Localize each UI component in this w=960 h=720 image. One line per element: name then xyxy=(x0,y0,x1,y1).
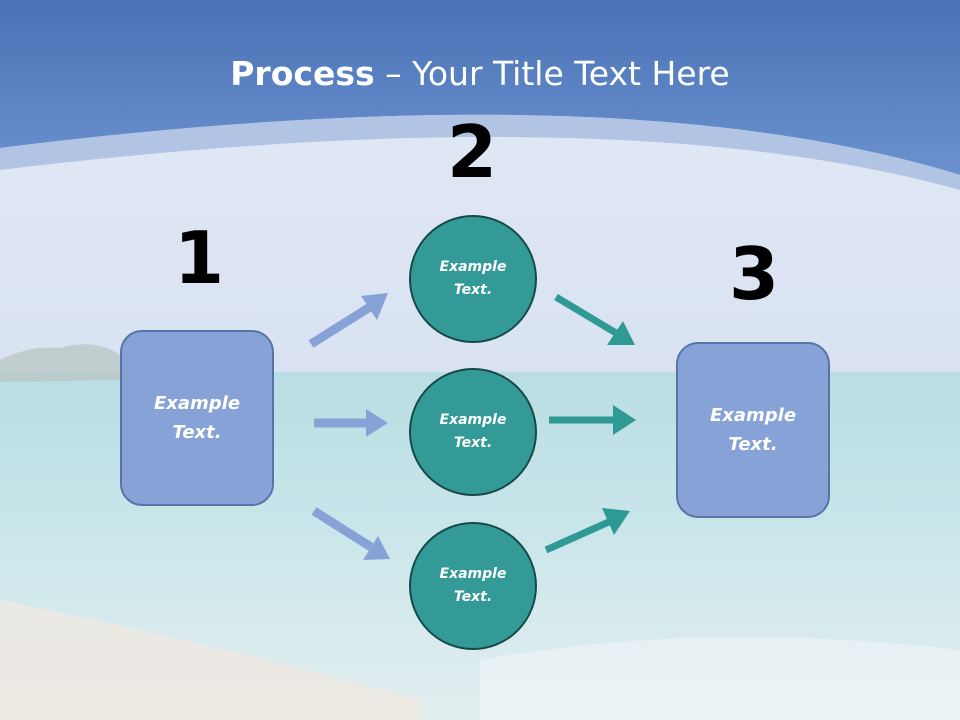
end-box-label: Example Text. xyxy=(709,405,797,455)
start-box-label: Example Text. xyxy=(153,393,241,443)
process-circle-bottom: Example Text. xyxy=(409,522,537,650)
step-number-1: 1 xyxy=(173,216,225,300)
step-number-3: 3 xyxy=(728,232,780,316)
circle-middle-label: Example Text. xyxy=(439,412,507,451)
start-box: Example Text. xyxy=(120,330,274,506)
process-circle-top: Example Text. xyxy=(409,215,537,343)
title-rest: – Your Title Text Here xyxy=(374,54,730,93)
step-number-2: 2 xyxy=(446,110,498,194)
circle-bottom-label: Example Text. xyxy=(439,566,507,605)
circle-top-label: Example Text. xyxy=(439,259,507,298)
end-box: Example Text. xyxy=(676,342,830,518)
slide-title: Process – Your Title Text Here xyxy=(0,50,960,98)
title-bold: Process xyxy=(230,54,375,93)
process-circle-middle: Example Text. xyxy=(409,368,537,496)
